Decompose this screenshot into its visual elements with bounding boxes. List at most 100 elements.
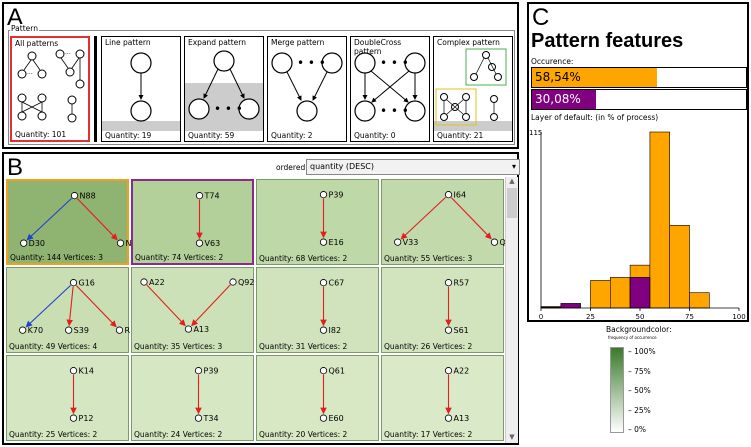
scroll-thumb[interactable] [507, 188, 517, 218]
subgraph-cell-label: Quantity: 31 Vertices: 2 [259, 342, 348, 351]
pattern-merge-quantity: Quantity: 2 [271, 131, 313, 140]
subgraph-node [319, 414, 328, 422]
pattern-line[interactable]: Line pattern Quantity: 19 [101, 36, 181, 142]
pattern-line-thumbnail [130, 52, 152, 122]
svg-text:• • •: • • • [380, 104, 409, 118]
pattern-expand-label: Expand pattern [188, 38, 246, 47]
subgraph-node-label: A13 [454, 414, 470, 423]
x-tick-label: 75 [685, 313, 694, 321]
subgraph-node-label: I64 [454, 191, 467, 200]
subgraph-node-label: R70 [124, 326, 130, 335]
legend-tick-label: – 0% [628, 425, 647, 434]
x-tick-label: 50 [636, 313, 645, 321]
pattern-all[interactable]: All patterns ··· ··· [10, 36, 90, 142]
subgraph-node-label: P39 [329, 191, 344, 200]
occurrence-fill-orange [532, 68, 658, 87]
subgraph-node [319, 367, 328, 375]
subgraph-edge [191, 284, 231, 327]
histogram-bar [629, 277, 651, 309]
order-dropdown[interactable]: quantity (DESC) ▾ [306, 159, 520, 175]
pattern-group-label: Pattern [10, 24, 39, 33]
chevron-down-icon: ▾ [511, 162, 516, 171]
subgraph-edge [66, 286, 74, 327]
pattern-complex[interactable]: Complex pattern Quantity: 21 [433, 36, 513, 142]
subgraph-node [69, 367, 78, 375]
panel-c-title: Pattern features [531, 30, 684, 52]
subgraph-drawing: I64V33Q63 [394, 191, 505, 247]
subgraph-node [319, 279, 328, 287]
scrollbar[interactable]: ▲ ▼ [505, 177, 518, 443]
x-tick-label: 0 [539, 313, 543, 321]
subgraph-node [319, 191, 328, 199]
legend-subtitle: frequency of occurrence [608, 335, 657, 340]
subgraph-cell[interactable]: I64V33Q63Quantity: 55 Vertices: 3 [381, 179, 505, 265]
pattern-line-label: Line pattern [105, 38, 151, 47]
panel-b-letter: B [7, 154, 24, 181]
pattern-merge-label: Merge pattern [271, 38, 325, 47]
legend-tick-label: – 25% [628, 405, 651, 415]
subgraph-node-label: D30 [29, 239, 45, 248]
order-dropdown-value: quantity (DESC) [310, 162, 375, 171]
x-tick-label: 25 [586, 313, 595, 321]
occurrence-bar-purple: 30,08% [531, 89, 747, 110]
pattern-group-box [8, 30, 515, 145]
histogram-bar [669, 225, 690, 309]
subgraph-node [444, 367, 453, 375]
pattern-doublecross-quantity: Quantity: 0 [354, 131, 396, 140]
pattern-expand[interactable]: Expand pattern • • • Quantity: 59 [184, 36, 264, 142]
subgraph-node-label: A13 [193, 325, 209, 334]
subgraph-node [195, 192, 204, 200]
subgraph-node [69, 279, 78, 287]
pattern-merge[interactable]: Merge pattern • • • Quantity: 2 [267, 36, 347, 142]
subgraph-node [65, 326, 73, 334]
subgraph-node-label: I82 [329, 326, 342, 335]
subgraph-node [444, 191, 453, 199]
subgraph-node-label: V63 [205, 239, 221, 248]
subgraph-node [140, 278, 148, 286]
subgraph-cell[interactable]: N88D30N30Quantity: 144 Vertices: 3 [6, 179, 131, 265]
subgraph-node [319, 238, 328, 246]
occurrence-bar-orange: 58,54% [531, 67, 747, 88]
subgraph-node-label: Q92 [238, 278, 254, 287]
scroll-down-icon[interactable]: ▼ [509, 433, 515, 441]
subgraph-grid: N88D30N30Quantity: 144 Vertices: 3T74V63… [4, 177, 506, 443]
subgraph-node-label: S61 [454, 326, 469, 335]
subgraph-node-label: Q63 [499, 238, 505, 247]
y-max-label: 115 [529, 129, 542, 137]
subgraph-node-label: G16 [79, 279, 95, 288]
pattern-doublecross[interactable]: DoubleCross pattern • • • • • • Quantity… [350, 36, 430, 142]
subgraph-edge [75, 285, 117, 328]
histogram-bar [610, 277, 631, 309]
histogram-bar [560, 303, 581, 309]
subgraph-node-label: P12 [79, 414, 94, 423]
subgraph-node-label: K70 [28, 326, 43, 335]
legend-tick-label: – 50% [628, 386, 651, 395]
subgraph-node-label: K14 [79, 367, 94, 376]
subgraph-node [70, 192, 79, 200]
pattern-doublecross-label: DoubleCross pattern [354, 38, 402, 56]
panel-a: A Pattern All patterns ··· ··· [2, 2, 519, 149]
occurrence-text-orange: 58,54% [535, 70, 581, 84]
subgraph-edge [76, 198, 118, 241]
subgraph-edge [450, 197, 492, 240]
scroll-up-icon[interactable]: ▲ [509, 177, 515, 185]
subgraph-cell[interactable]: G16K70S39R70Quantity: 49 Vertices: 4 [6, 267, 130, 353]
subgraph-node [115, 326, 124, 334]
pattern-all-label: All patterns [15, 39, 59, 48]
subgraph-node [184, 325, 193, 333]
